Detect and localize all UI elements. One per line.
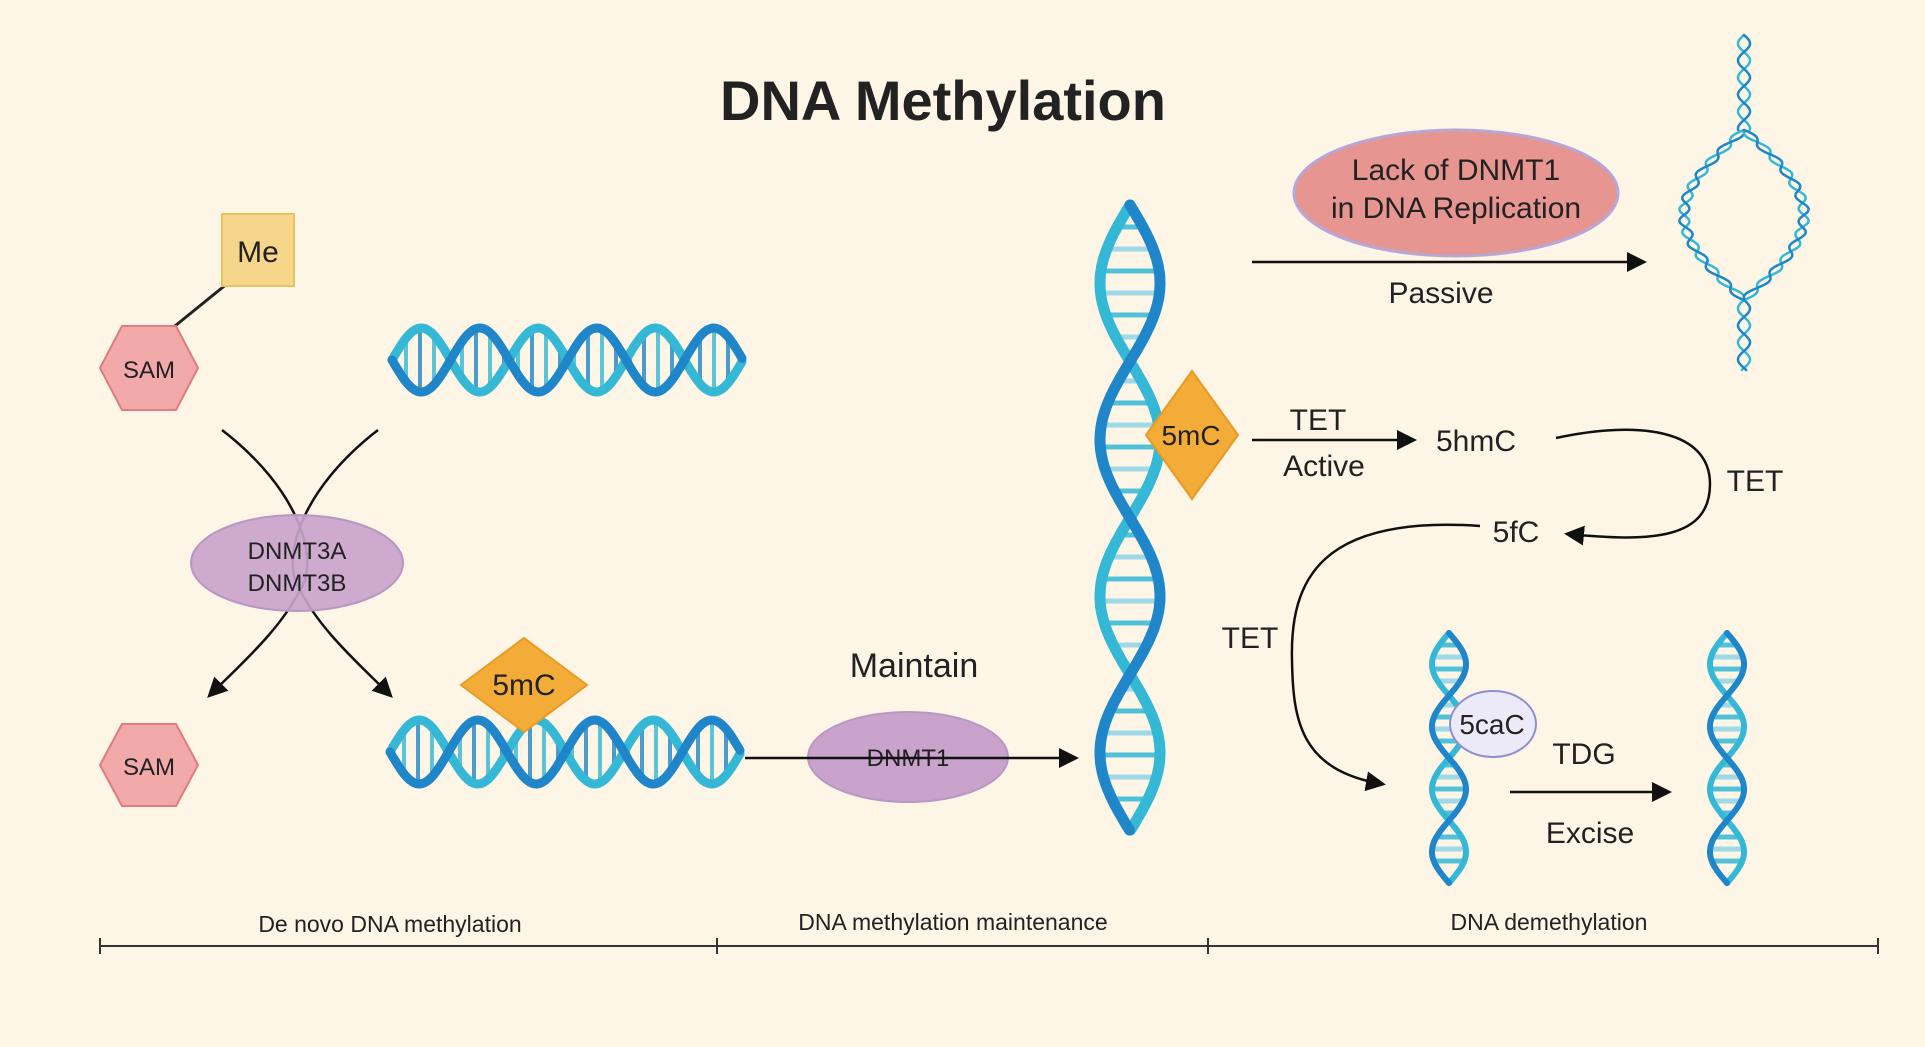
methyl-label: Me: [237, 236, 279, 269]
passive-label: Passive: [1388, 277, 1493, 310]
passive-line2: in DNA Replication: [1331, 192, 1581, 225]
replication-bubble-icon: [1678, 33, 1810, 372]
dna-helix-top-icon: [387, 323, 747, 397]
dna-helix-vertical-icon: [1094, 199, 1166, 836]
sam-me-bond: [169, 281, 229, 332]
section-demethylation-label: DNA demethylation: [1451, 909, 1648, 935]
5mc-label-maintenance: 5mC: [1161, 420, 1220, 451]
methyl-group-icon: Me: [221, 213, 295, 287]
5hmc-label: 5hmC: [1436, 425, 1516, 458]
passive-condition: Lack of DNMT1 in DNA Replication: [1292, 128, 1620, 258]
tet-left-label: TET: [1222, 622, 1279, 655]
5mc-diamond-de-novo: 5mC: [459, 636, 589, 734]
tdg-label: TDG: [1552, 738, 1615, 771]
5mc-diamond-maintenance: 5mC: [1144, 369, 1240, 501]
active-label: Active: [1283, 450, 1365, 483]
5cac-label: 5caC: [1459, 709, 1524, 740]
sam-top-label: SAM: [123, 357, 175, 384]
tet-active-label: TET: [1290, 404, 1347, 437]
dna-helix-unmethylated-icon: [1707, 630, 1747, 886]
section-de-novo-label: De novo DNA methylation: [258, 911, 521, 937]
dnmt3a-label: DNMT3A: [248, 538, 347, 565]
dna-helix-5cac-icon: [1429, 630, 1469, 886]
tet-to-5cac-curve: [1290, 523, 1481, 792]
maintain-label: Maintain: [850, 647, 979, 685]
diagram-title: DNA Methylation: [720, 69, 1166, 132]
dnmt3-enzyme: DNMT3A DNMT3B: [190, 514, 404, 612]
sam-bottom-label: SAM: [123, 754, 175, 781]
passive-line1: Lack of DNMT1: [1352, 154, 1560, 187]
5cac-circle: 5caC: [1449, 690, 1537, 758]
5mc-label-de-novo: 5mC: [492, 669, 555, 702]
dnmt3b-label: DNMT3B: [248, 570, 347, 597]
tet-to-5fc-curve: [1555, 428, 1712, 546]
timeline-axis: [99, 938, 1879, 954]
5fc-label: 5fC: [1493, 516, 1540, 549]
tet-right-label: TET: [1727, 465, 1784, 498]
dna-helix-methylated-icon: [385, 715, 745, 789]
excise-label: Excise: [1546, 817, 1634, 850]
sam-top-icon: SAM: [98, 325, 200, 411]
sam-bottom-icon: SAM: [98, 723, 200, 807]
section-maintenance-label: DNA methylation maintenance: [798, 909, 1107, 935]
